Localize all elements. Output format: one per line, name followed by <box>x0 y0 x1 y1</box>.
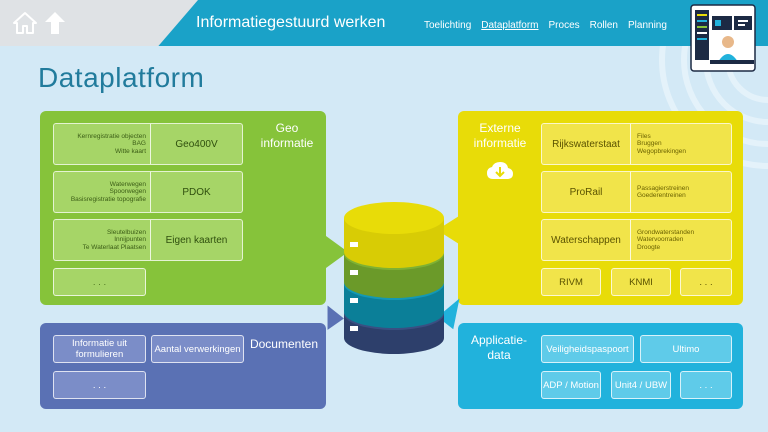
app-more-button[interactable]: . . . <box>680 371 732 399</box>
home-icon[interactable] <box>12 11 38 35</box>
ext-more-button[interactable]: . . . <box>680 268 732 296</box>
documents-panel: Documenten Informatie uit formulieren Aa… <box>40 323 326 409</box>
external-information-panel: Externe informatie Rijkswaterstaat Files… <box>458 111 743 305</box>
arrow-up-icon[interactable] <box>44 11 66 35</box>
database-stack-icon <box>344 202 444 354</box>
geo-pointer <box>326 236 348 268</box>
appdata-panel-title: Applicatie- data <box>470 333 528 362</box>
geo-row-name: Eigen kaarten <box>165 234 228 246</box>
app-box-ultimo[interactable]: Ultimo <box>640 335 732 363</box>
nav-planning[interactable]: Planning <box>628 20 667 31</box>
ext-row-details: Grondwaterstanden Watervoorraden Droogte <box>637 228 695 251</box>
documents-panel-title: Documenten <box>249 337 319 351</box>
app-title: Informatiegestuurd werken <box>196 14 386 31</box>
divider <box>150 124 151 164</box>
ext-row-details: Passagierstreinen Goederentreinen <box>637 184 690 200</box>
app-box-veiligheidspaspoort[interactable]: Veiligheidspaspoort <box>541 335 634 363</box>
geo-information-panel: Geo informatie Kernregistratie objecten … <box>40 111 326 305</box>
geo-panel-title: Geo informatie <box>260 121 314 150</box>
ext-row-name: Rijkswaterstaat <box>552 138 620 150</box>
doc-more-button[interactable]: . . . <box>53 371 146 399</box>
nav-rollen[interactable]: Rollen <box>589 20 618 31</box>
divider <box>630 172 631 212</box>
divider <box>630 220 631 260</box>
geo-row-pdok[interactable]: Waterwegen Spoorwegen Basisregistratie t… <box>53 171 243 213</box>
divider <box>150 172 151 212</box>
header-bar: Informatiegestuurd werken Toelichting Da… <box>0 0 768 46</box>
page-title: Dataplatform <box>38 62 205 93</box>
ext-box-knmi[interactable]: KNMI <box>611 268 671 296</box>
nav-toelichting[interactable]: Toelichting <box>424 20 472 31</box>
geo-more-button[interactable]: . . . <box>53 268 146 296</box>
geo-row-name: Geo400V <box>175 138 218 150</box>
ext-row-name: Waterschappen <box>551 234 621 246</box>
nav-dataplatform[interactable]: Dataplatform <box>481 20 539 31</box>
ext-box-rivm[interactable]: RIVM <box>541 268 601 296</box>
data-engineer-avatar <box>690 4 756 72</box>
geo-row-details: Sleutelbuizen Innijpunten Te Waterlaat P… <box>82 228 146 251</box>
ext-row-waterschappen[interactable]: Waterschappen Grondwaterstanden Watervoo… <box>541 219 732 261</box>
divider <box>630 124 631 164</box>
ext-row-name: ProRail <box>569 186 603 198</box>
cloud-download-icon <box>487 162 513 179</box>
geo-row-details: Waterwegen Spoorwegen Basisregistratie t… <box>70 180 146 203</box>
application-data-panel: Applicatie- data Veiligheidspaspoort Ult… <box>458 323 743 409</box>
geo-row-geo400v[interactable]: Kernregistratie objecten BAG Witte kaart… <box>53 123 243 165</box>
geo-row-details: Kernregistratie objecten BAG Witte kaart <box>77 132 146 155</box>
geo-row-name: PDOK <box>182 186 211 198</box>
ext-row-prorail[interactable]: ProRail Passagierstreinen Goederentreine… <box>541 171 732 213</box>
doc-box-forms[interactable]: Informatie uit formulieren <box>53 335 146 363</box>
app-box-adp-motion[interactable]: ADP / Motion <box>541 371 601 399</box>
doc-box-processing-count[interactable]: Aantal verwerkingen <box>151 335 244 363</box>
divider <box>150 220 151 260</box>
ext-row-rijkswaterstaat[interactable]: Rijkswaterstaat Files Bruggen Wegopbreki… <box>541 123 732 165</box>
geo-row-eigen-kaarten[interactable]: Sleutelbuizen Innijpunten Te Waterlaat P… <box>53 219 243 261</box>
external-panel-title: Externe informatie <box>473 121 527 150</box>
top-nav: Toelichting Dataplatform Proces Rollen P… <box>424 20 667 31</box>
nav-proces[interactable]: Proces <box>548 20 580 31</box>
ext-row-details: Files Bruggen Wegopbrekingen <box>637 132 687 155</box>
app-box-unit4-ubw[interactable]: Unit4 / UBW <box>611 371 671 399</box>
